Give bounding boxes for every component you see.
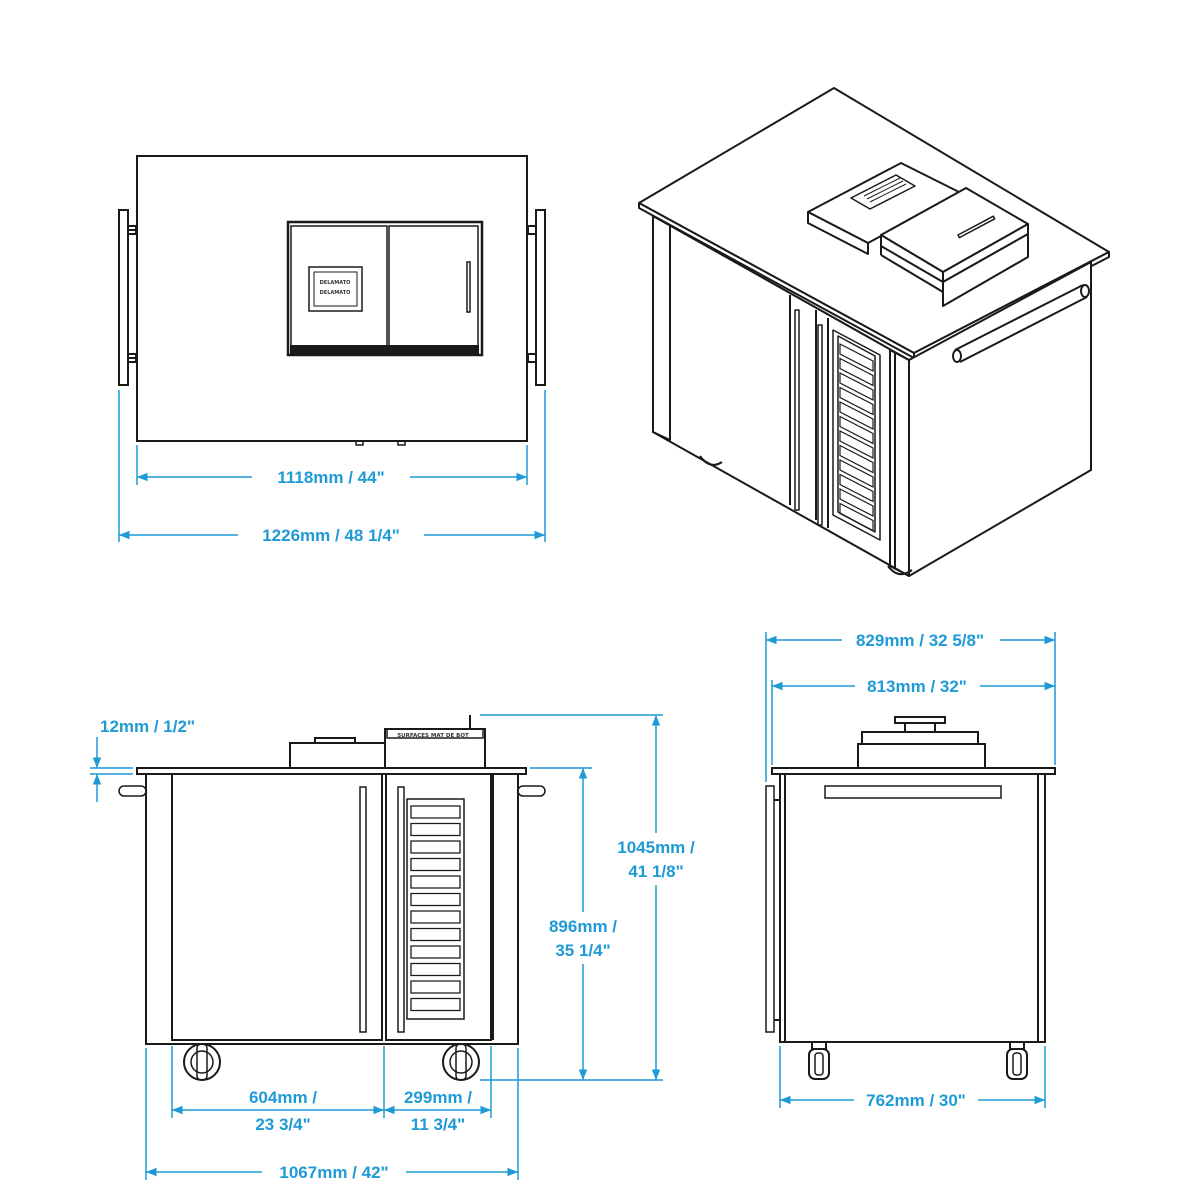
dimension-depth-inner: 813mm / 32" <box>867 677 967 696</box>
front-vent-panel <box>406 798 465 1020</box>
iso-vent-slats <box>839 343 874 532</box>
side-body <box>779 773 1046 1043</box>
front-right-door <box>385 773 492 1041</box>
top-view-logo-text-2: DELAMATO <box>320 290 351 296</box>
front-view <box>118 715 546 1081</box>
vent-slat <box>410 805 461 819</box>
vent-slat <box>410 857 461 872</box>
side-griddle <box>857 716 986 769</box>
top-view-logo-text-1: DELAMATO <box>320 280 351 286</box>
vent-slat <box>410 892 461 907</box>
side-right-caster <box>1006 1041 1028 1080</box>
vent-slat <box>839 459 874 488</box>
vent-slat <box>839 473 874 503</box>
dimension-depth-outer: 829mm / 32 5/8" <box>856 631 984 650</box>
front-vent-slats <box>410 805 461 1012</box>
front-griddle-left <box>289 742 386 769</box>
dimension-right-door-line1: 299mm / <box>404 1088 472 1107</box>
top-view-right-handle <box>527 209 546 386</box>
dimension-top-width-inner: 1118mm / 44" <box>277 468 384 487</box>
top-view <box>118 155 546 446</box>
vent-slat <box>410 822 461 837</box>
vent-slat <box>410 927 461 942</box>
top-view-griddle <box>286 220 484 357</box>
dimension-side-base-depth: 762mm / 30" <box>866 1091 966 1110</box>
dimension-body-height-line1: 896mm / <box>549 917 617 936</box>
vent-slat <box>839 401 874 430</box>
top-view-dimensions <box>118 390 546 542</box>
vent-slat <box>839 372 874 401</box>
vent-slat <box>839 488 874 517</box>
vent-slat <box>839 386 874 416</box>
vent-slat <box>410 910 461 924</box>
vent-slat <box>839 502 874 532</box>
vent-slat <box>839 343 874 372</box>
front-body <box>145 773 519 1045</box>
dimension-top-thickness: 12mm / 1/2" <box>100 717 195 736</box>
iso-body-front <box>652 215 910 577</box>
front-left-door <box>171 773 383 1041</box>
top-view-logo-plate <box>308 266 363 312</box>
vent-slat <box>410 875 461 889</box>
dimension-total-height-line2: 41 1/8" <box>628 862 683 881</box>
vent-slat <box>839 415 874 445</box>
iso-vent-panel <box>832 329 881 541</box>
vent-slat <box>410 840 461 854</box>
dimension-base-width: 1067mm / 42" <box>279 1163 388 1182</box>
dimension-body-height-line2: 35 1/4" <box>555 941 610 960</box>
dimension-top-width-outer: 1226mm / 48 1/4" <box>262 526 400 545</box>
side-view-dimensions <box>765 632 1056 1108</box>
vent-slat <box>410 997 461 1012</box>
front-right-caster <box>442 1043 480 1081</box>
dimension-right-door-line2: 11 3/4" <box>411 1115 465 1134</box>
dimension-left-door-line2: 23 3/4" <box>255 1115 310 1134</box>
side-left-caster <box>808 1041 830 1080</box>
top-view-left-handle <box>118 209 137 386</box>
front-lid-label: SURFACES MAT DE BOT <box>397 733 469 739</box>
dimension-left-door-line1: 604mm / <box>249 1088 317 1107</box>
side-view <box>765 716 1056 1080</box>
vent-slat <box>410 962 461 977</box>
top-view-countertop <box>136 155 528 442</box>
iso-griddle <box>807 162 1029 307</box>
front-view-dimensions <box>90 714 663 1180</box>
vent-slat <box>410 945 461 959</box>
vent-slat <box>839 444 874 474</box>
isometric-view <box>638 87 1110 577</box>
iso-side-handle <box>952 284 1090 363</box>
dimension-total-height-line1: 1045mm / <box>617 838 695 857</box>
vent-slat <box>410 980 461 994</box>
vent-slat <box>839 430 874 459</box>
front-left-caster <box>183 1043 221 1081</box>
vent-slat <box>839 357 874 387</box>
